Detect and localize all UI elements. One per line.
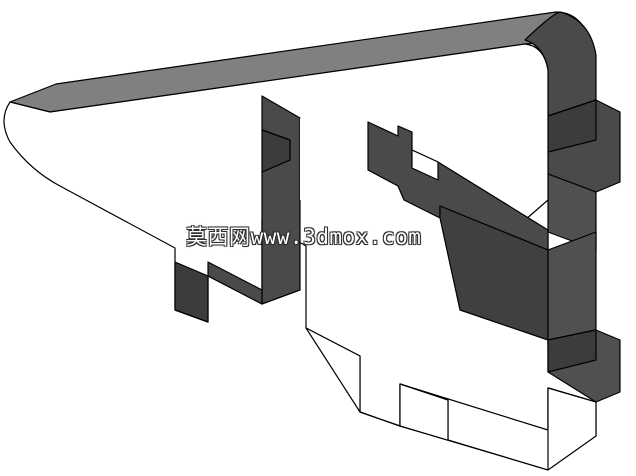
left-slot-wall (261, 95, 301, 305)
lower-front-face (305, 327, 597, 471)
bottom-notch-left (207, 261, 263, 305)
site-watermark: 莫西网www.3dmox.com (186, 225, 422, 249)
center-lower-block (439, 205, 549, 341)
